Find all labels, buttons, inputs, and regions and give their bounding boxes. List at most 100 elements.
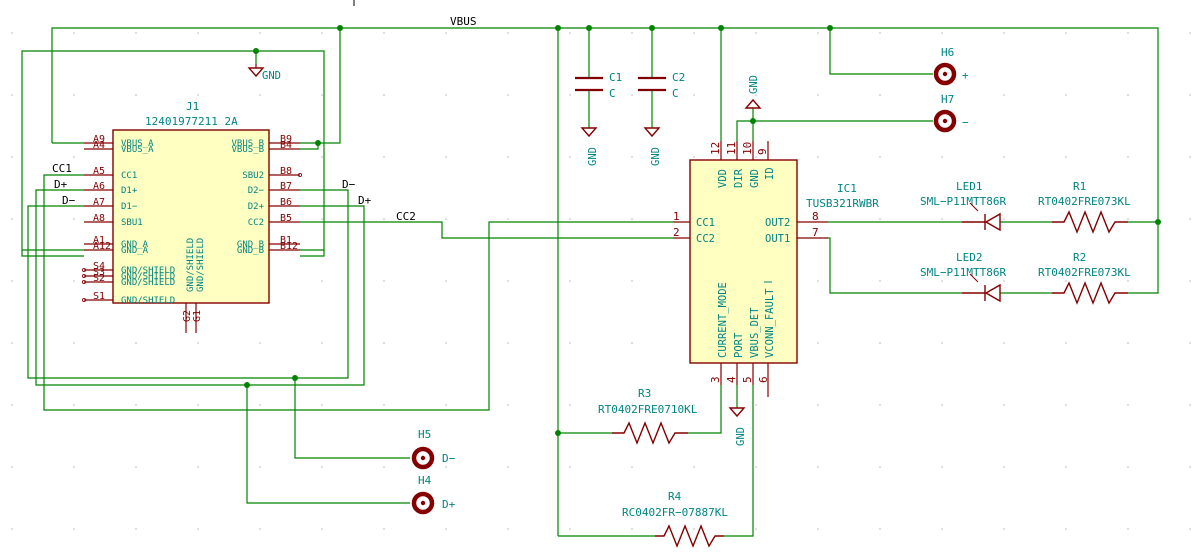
ic-ic1[interactable]: IC1 TUSB321RWBR 12 11 10 9 VDD DIR GND I…: [673, 141, 879, 397]
pin-number: 12: [709, 142, 722, 155]
pin-number: B9: [280, 134, 292, 145]
pin-number: 4: [725, 376, 738, 383]
pin-name: VBUS_DET: [749, 307, 761, 358]
pin-name: D2+: [248, 202, 265, 212]
c1-value: C: [609, 87, 616, 100]
wire-h4: [246, 385, 410, 504]
ic1-ref: IC1: [837, 182, 857, 195]
ic1-left-pins: 1 2 CC1 CC2: [673, 210, 715, 245]
pin-number: A5: [93, 166, 105, 177]
junction: [586, 25, 592, 31]
pin-number: A8: [93, 213, 105, 224]
led2-ref: LED2: [956, 251, 983, 264]
wire-gnd-b12: [300, 250, 325, 257]
pin-number: 5: [741, 376, 754, 383]
pin-name: DIR: [733, 168, 745, 188]
junction: [337, 25, 343, 31]
pin-name: CURRENT_MODE: [717, 282, 729, 358]
testpoint-h7[interactable]: H7 −: [933, 93, 969, 133]
pin-number: A6: [93, 181, 105, 192]
pin-name: VBUS_B: [231, 145, 264, 155]
pin-name: OUT2: [765, 217, 790, 229]
pin-number: A7: [93, 197, 105, 208]
pin-number: S3: [93, 267, 105, 278]
h6-label: +: [962, 69, 969, 82]
pin-number: G1: [192, 310, 203, 322]
gnd-symbol-c2: GND: [643, 127, 662, 166]
h7-ref: H7: [941, 93, 954, 106]
junction: [1155, 219, 1161, 225]
pin-name: CC2: [696, 233, 715, 245]
gnd-label: GND: [650, 147, 662, 166]
junction: [827, 25, 833, 31]
j1-pin-left: A7 D1−: [84, 197, 138, 212]
j1-pin-left: S3 GND/SHIELD: [82, 267, 175, 282]
wire-out1: [828, 237, 962, 294]
r4-value: RC0402FR−07887KL: [622, 506, 728, 519]
pin-name: GND_B: [237, 240, 264, 250]
ic1-value: TUSB321RWBR: [806, 197, 879, 210]
pin-number: B4: [280, 140, 292, 151]
j1-ref: J1: [186, 100, 199, 113]
ic1-right-pins: 8 7 OUT2 OUT1: [765, 210, 828, 245]
pin-number: S1: [93, 291, 105, 302]
j1-pin-left: A4 VBUS_A: [84, 140, 154, 155]
net-label-dminus-right: D−: [342, 178, 356, 191]
capacitor-c1[interactable]: C1 C: [575, 71, 622, 100]
wire-r2-vbus: [1128, 222, 1159, 294]
c1-ref: C1: [609, 71, 622, 84]
pin-name: GND/SHIELD: [121, 272, 175, 282]
pin-number: 10: [741, 142, 754, 155]
junction: [649, 25, 655, 31]
pin-number: B6: [280, 197, 292, 208]
pin-name: ID: [764, 167, 776, 180]
pin-name: D1−: [121, 202, 138, 212]
j1-pin-left: S1 GND/SHIELD: [82, 291, 175, 306]
pin-number: S2: [93, 273, 105, 284]
testpoint-h5[interactable]: H5 D−: [411, 428, 456, 470]
pin-name: VBUS_A: [121, 145, 154, 155]
h5-label: D−: [442, 452, 456, 465]
resistor-r3[interactable]: R3 RT0402FRE0710KL: [598, 387, 698, 445]
pin-number: A4: [93, 140, 105, 151]
resistor-r4[interactable]: R4 RC0402FR−07887KL: [622, 490, 728, 548]
resistor-r2[interactable]: R2 RT0402FRE073KL: [1038, 251, 1131, 305]
junction: [292, 375, 298, 381]
gnd-label: GND: [587, 147, 599, 166]
pin-name: D2−: [248, 186, 265, 196]
pin-number: B7: [280, 181, 292, 192]
pin-name: PORT: [733, 332, 745, 358]
pin-name: VBUS_B: [231, 139, 264, 149]
capacitor-c2[interactable]: C2 C: [638, 71, 685, 100]
pin-name: CC1: [121, 171, 137, 181]
testpoint-h6[interactable]: H6 +: [933, 46, 969, 86]
pin-name: OUT1: [765, 233, 790, 245]
led-led2[interactable]: LED2 SML−P11MTT86R: [920, 251, 1006, 303]
pin-name: SBU2: [242, 171, 264, 181]
led-led1[interactable]: LED1 SML−P11MTT86R: [920, 180, 1006, 232]
h5-ref: H5: [418, 428, 431, 441]
pin-number: A1: [93, 235, 105, 246]
led1-ref: LED1: [956, 180, 983, 193]
junction: [750, 118, 756, 124]
pin-name: GND/SHIELD: [121, 296, 175, 306]
testpoint-h4[interactable]: H4 D+: [411, 474, 456, 515]
wire-h5: [294, 378, 410, 459]
pin-name: VCONN_FAULT: [764, 288, 776, 358]
resistor-r1[interactable]: R1 RT0402FRE073KL: [1038, 180, 1131, 234]
pin-name: GND_A: [121, 240, 149, 250]
wire-dminus-a7: [27, 189, 349, 379]
junctions: [244, 25, 1161, 436]
gnd-symbol-c1: GND: [580, 127, 599, 166]
wire-gnd-loop: [21, 50, 325, 251]
pin-number: B5: [280, 213, 292, 224]
h4-label: D+: [442, 498, 456, 511]
